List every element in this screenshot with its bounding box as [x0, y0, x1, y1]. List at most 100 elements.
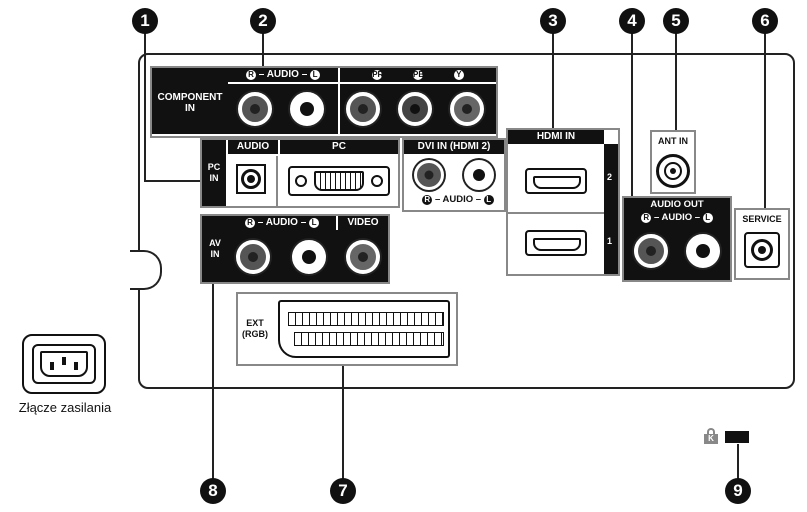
audio-r-marker: R	[245, 70, 256, 80]
pc-audio-jack-ring	[241, 169, 261, 189]
leader-line-9	[737, 444, 739, 484]
pc-header: PC	[280, 140, 398, 154]
service-group	[734, 208, 790, 280]
service-port[interactable]	[744, 232, 780, 268]
lock-shackle	[707, 428, 715, 435]
power-pin-left	[50, 362, 54, 370]
kensington-lock-icon: K	[704, 428, 718, 444]
leader-line-3	[552, 30, 554, 130]
service-port-center	[758, 246, 766, 254]
callout-8: 8	[200, 478, 226, 504]
ext-rgb-label: EXT (RGB)	[240, 318, 270, 340]
av-video-jack[interactable]	[346, 240, 380, 274]
pb-marker: PB	[413, 70, 425, 80]
hdmi-port-1[interactable]	[525, 230, 587, 256]
vga-screw-left	[295, 175, 307, 187]
av-in-label: AV IN	[202, 238, 228, 260]
component-in-label: COMPONENT IN	[152, 92, 228, 114]
vga-screw-right	[371, 175, 383, 187]
leader-line-5	[675, 30, 677, 132]
callout-4: 4	[619, 8, 645, 34]
ant-in-connector[interactable]	[656, 154, 690, 188]
pc-audio-header: AUDIO	[228, 140, 278, 154]
dvi-audio-r-jack[interactable]	[414, 160, 444, 190]
pc-in-label: PC IN	[202, 162, 226, 184]
rear-panel-outline	[138, 53, 795, 389]
dvi-audio-caption: R – AUDIO – L	[418, 194, 498, 205]
dvi-l-marker: L	[483, 195, 494, 205]
panel-notch	[130, 250, 162, 290]
av-l-marker: L	[309, 218, 320, 228]
pc-in-label-line1: PC	[207, 162, 221, 172]
component-audio-label: – AUDIO –	[258, 69, 308, 80]
scart-connector[interactable]	[278, 300, 450, 358]
audio-out-audio-label: – AUDIO –	[653, 212, 701, 223]
ant-in-label: ANT IN	[658, 136, 688, 146]
power-socket	[40, 351, 88, 377]
component-in-label-line2: IN	[185, 103, 195, 114]
leader-line-1	[144, 30, 146, 182]
audio-out-l-marker: L	[702, 213, 713, 223]
hdmi-in-side-bar	[604, 144, 618, 274]
callout-5: 5	[663, 8, 689, 34]
leader-line-1h	[144, 180, 202, 182]
vga-pin-shell	[314, 171, 364, 191]
component-video-header: PR PB Y	[340, 68, 496, 82]
component-audio-header: R – AUDIO – L	[228, 68, 338, 82]
component-in-label-line1: COMPONENT	[157, 92, 223, 103]
component-y-jack[interactable]	[450, 92, 484, 126]
av-r-marker: R	[244, 218, 255, 228]
hdmi-divider	[508, 212, 604, 214]
leader-line-4	[631, 30, 633, 196]
av-in-label-line2: IN	[210, 249, 220, 259]
power-pin-right	[74, 362, 78, 370]
audio-out-l-jack[interactable]	[686, 234, 720, 268]
pc-audio-jack-center	[247, 175, 255, 183]
hdmi-port-2[interactable]	[525, 168, 587, 194]
pr-marker: PR	[372, 70, 384, 80]
pc-in-label-line2: IN	[209, 173, 219, 183]
lock-body: K	[704, 434, 718, 444]
ant-in-inner-ring	[664, 162, 682, 180]
hdmi-in-header: HDMI IN	[508, 130, 604, 144]
component-pb-jack[interactable]	[398, 92, 432, 126]
scart-pin-row-bottom	[294, 332, 444, 346]
av-audio-header: R – AUDIO – L	[228, 216, 336, 230]
av-audio-label: – AUDIO –	[257, 217, 307, 228]
dvi-audio-l-jack[interactable]	[464, 160, 494, 190]
callout-7: 7	[330, 478, 356, 504]
audio-out-label: AUDIO OUT	[650, 199, 704, 210]
power-connector-inner	[32, 344, 96, 384]
leader-line-2	[262, 30, 264, 70]
service-label: SERVICE	[742, 214, 782, 224]
callout-1: 1	[132, 8, 158, 34]
dvi-in-header: DVI IN (HDMI 2)	[404, 140, 504, 154]
ext-label-line1: EXT	[246, 318, 264, 328]
leader-line-6	[764, 30, 766, 210]
callout-6: 6	[752, 8, 778, 34]
component-audio-r-jack[interactable]	[238, 92, 272, 126]
audio-out-r-jack[interactable]	[634, 234, 668, 268]
power-connector[interactable]	[22, 334, 106, 394]
vga-connector[interactable]	[288, 166, 390, 196]
audio-l-marker: L	[310, 70, 321, 80]
av-in-label-line1: AV	[209, 238, 221, 248]
leader-line-8	[212, 284, 214, 484]
kensington-slot[interactable]	[725, 431, 749, 443]
pc-audio-jack[interactable]	[236, 164, 266, 194]
leader-line-7	[342, 366, 344, 486]
audio-out-sublabel: R – AUDIO – L	[624, 211, 730, 224]
ext-label-line2: (RGB)	[242, 329, 268, 339]
dvi-audio-label: – AUDIO –	[434, 194, 482, 205]
callout-2: 2	[250, 8, 276, 34]
av-audio-r-jack[interactable]	[236, 240, 270, 274]
hdmi-port-2-label: 2	[607, 172, 613, 182]
y-marker: Y	[453, 70, 464, 80]
av-audio-l-jack[interactable]	[292, 240, 326, 274]
power-pin-center	[62, 357, 66, 365]
hdmi-port-1-label: 1	[607, 236, 613, 246]
scart-pin-row-top	[288, 312, 444, 326]
component-pr-jack[interactable]	[346, 92, 380, 126]
audio-out-header: AUDIO OUT R – AUDIO – L	[624, 198, 730, 224]
component-audio-l-jack[interactable]	[290, 92, 324, 126]
